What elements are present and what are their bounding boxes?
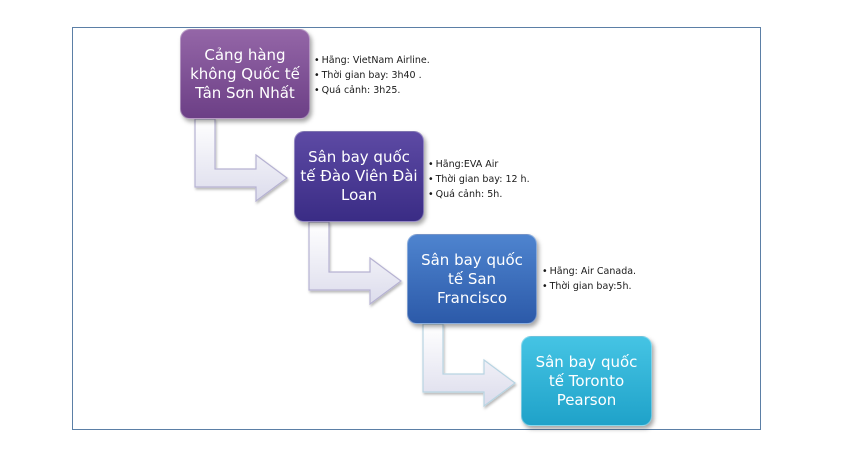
step-notes-1: Hãng: VietNam Airline. Thời gian bay: 3h… <box>314 53 430 98</box>
step-notes-3: Hãng: Air Canada. Thời gian bay:5h. <box>542 264 636 294</box>
note-layover: Quá cảnh: 3h25. <box>314 83 430 98</box>
note-flight-time: Thời gian bay:5h. <box>542 279 636 294</box>
note-flight-time: Thời gian bay: 3h40 . <box>314 68 430 83</box>
bent-arrow-3 <box>422 323 517 408</box>
step-box-dao-vien: Sân bay quốc tế Đào Viên Đài Loan <box>294 131 424 222</box>
step-box-toronto-pearson: Sân bay quốc tế Toronto Pearson <box>521 336 652 426</box>
note-airline: Hãng: Air Canada. <box>542 264 636 279</box>
step-box-san-francisco: Sân bay quốc tế San Francisco <box>407 234 537 324</box>
note-airline: Hãng:EVA Air <box>428 157 530 172</box>
note-layover: Quá cảnh: 5h. <box>428 187 530 202</box>
bent-arrow-1 <box>194 118 289 203</box>
bent-arrow-2 <box>308 221 403 306</box>
note-flight-time: Thời gian bay: 12 h. <box>428 172 530 187</box>
diagram-frame <box>72 27 761 430</box>
step-notes-2: Hãng:EVA Air Thời gian bay: 12 h. Quá cả… <box>428 157 530 202</box>
step-box-tan-son-nhat: Cảng hàng không Quốc tế Tân Sơn Nhất <box>180 29 310 119</box>
note-airline: Hãng: VietNam Airline. <box>314 53 430 68</box>
